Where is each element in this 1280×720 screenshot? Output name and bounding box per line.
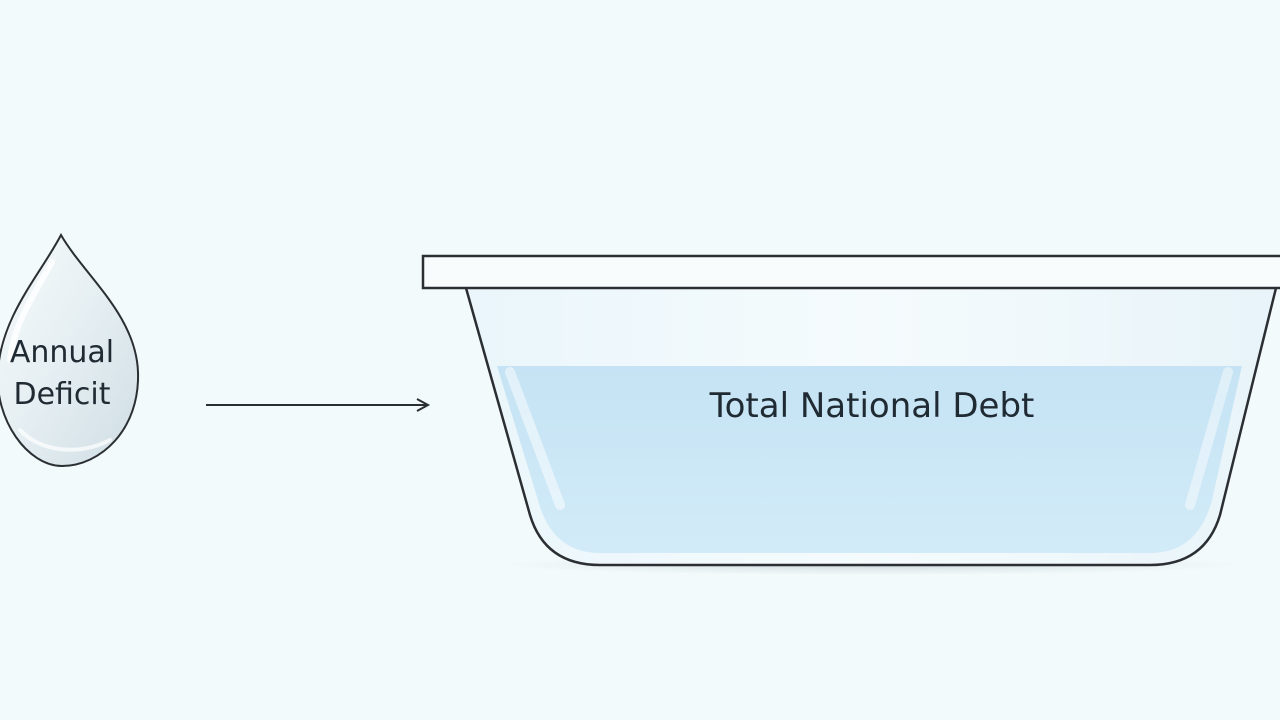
water-fill [497, 366, 1242, 553]
arrow-right-icon [206, 398, 431, 412]
basin-icon [421, 254, 1280, 575]
drop-label-line1: Annual [10, 335, 114, 370]
basin-label: Total National Debt [709, 386, 1035, 426]
drop-label-line2: Deficit [13, 377, 110, 412]
water-drop-icon [0, 232, 140, 468]
basin-outline [464, 287, 1278, 567]
basin-rim [421, 254, 1280, 290]
